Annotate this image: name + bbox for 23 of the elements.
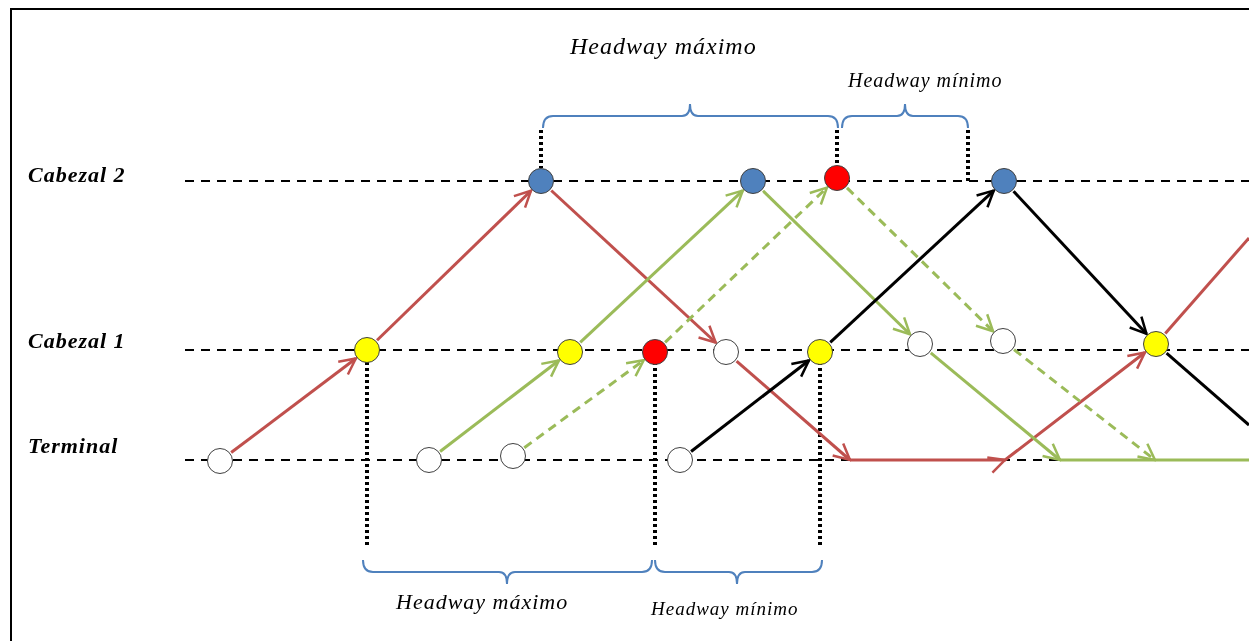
- arrow: [376, 189, 533, 342]
- arrow: [523, 359, 645, 449]
- row-label: Cabezal 1: [28, 330, 126, 352]
- arrow: [829, 189, 995, 344]
- arrow: [230, 357, 358, 454]
- headway-label: Headway máximo: [570, 34, 757, 58]
- arrow: [664, 186, 829, 344]
- arrow: [1013, 348, 1157, 462]
- arrow: [845, 186, 995, 333]
- headway-label: Headway mínimo: [848, 70, 1003, 90]
- arrow: [579, 189, 744, 344]
- arrow: [690, 359, 811, 453]
- arrow: [929, 351, 1062, 462]
- row-label: Cabezal 2: [28, 164, 126, 186]
- row-label: Terminal: [28, 435, 119, 457]
- arrow: [761, 189, 912, 336]
- arrow: [850, 351, 1147, 474]
- headway-label: Headway máximo: [396, 591, 569, 613]
- arrow: [735, 360, 852, 462]
- arrow: [439, 359, 561, 453]
- headway-label: Headway mínimo: [651, 599, 799, 618]
- arrow: [1012, 190, 1148, 335]
- arrow: [550, 189, 717, 344]
